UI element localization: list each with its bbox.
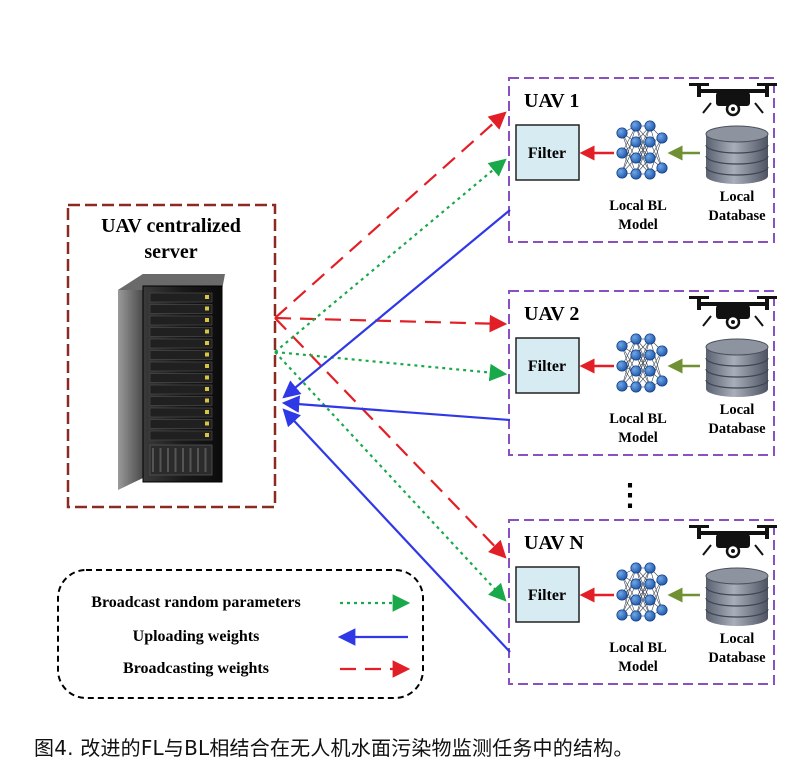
neural-network-icon — [616, 120, 668, 180]
connection-arrows — [274, 111, 511, 653]
rack-unit — [149, 419, 213, 429]
rack-led — [205, 387, 209, 391]
uav-box-border — [508, 290, 775, 456]
filter-box — [515, 124, 580, 181]
neural-network-icon — [616, 562, 668, 622]
model-label-line1: Local BL — [609, 198, 667, 214]
rack-led — [205, 398, 209, 403]
rack-unit — [149, 407, 213, 418]
database-icon — [705, 567, 769, 626]
rack-led — [205, 433, 209, 437]
broadcast-weights-arrow-uav2 — [274, 314, 508, 333]
database-icon — [705, 125, 769, 184]
server-rack-icon — [118, 274, 225, 490]
upload-weights-arrow-uav2 — [281, 395, 511, 422]
database-icon — [705, 338, 769, 397]
drone-icon — [689, 296, 777, 330]
broadcast-params-arrow-uav1 — [274, 158, 507, 353]
rack-unit — [149, 396, 213, 406]
legend-label-broadcast-params: Broadcast random parameters — [91, 594, 300, 611]
broadcast-params-arrow-uavn — [274, 351, 507, 602]
rack-unit — [149, 315, 213, 326]
model-label-line1: Local BL — [609, 640, 667, 656]
rack-unit — [149, 292, 213, 303]
rack-led — [205, 364, 209, 368]
rack-led — [205, 306, 209, 311]
rack-unit — [149, 338, 213, 349]
database-label-line1: Local — [720, 402, 755, 418]
legend: Broadcast random parameters Uploading we… — [57, 569, 424, 699]
rack-led — [205, 375, 209, 380]
drone-icon — [689, 525, 777, 559]
database-label-line2: Database — [708, 208, 766, 224]
filter-box — [515, 337, 580, 394]
model-label-line1: Local BL — [609, 411, 667, 427]
rack-unit — [149, 373, 213, 383]
uav-ellipsis: ⋮ — [615, 478, 645, 513]
database-label-line2: Database — [708, 421, 766, 437]
neural-network-icon — [616, 333, 668, 393]
server-group: UAV centralized server — [66, 203, 277, 509]
drone-icon — [689, 83, 777, 117]
rack-led — [205, 295, 209, 299]
database-label-line2: Database — [708, 650, 766, 666]
rack-led — [205, 421, 209, 426]
database-label-line1: Local — [720, 631, 755, 647]
upload-weights-arrow-uavn — [282, 408, 511, 653]
figure-caption: 图4. 改进的FL与BL相结合在无人机水面污染物监测任务中的结构。 — [34, 736, 634, 760]
rack-unit — [149, 327, 213, 337]
rack-led — [205, 410, 209, 414]
legend-label-uploading-weights: Uploading weights — [133, 628, 260, 645]
database-label-line1: Local — [720, 189, 755, 205]
rack-led — [205, 329, 209, 334]
uav-title: UAV N — [524, 532, 584, 554]
broadcast-weights-arrow-uavn — [274, 317, 507, 559]
legend-box — [57, 569, 424, 699]
filter-label: Filter — [528, 358, 566, 375]
model-label-line2: Model — [618, 659, 657, 675]
rack-unit — [149, 384, 213, 395]
rack-unit — [149, 361, 213, 372]
server-box — [66, 203, 277, 509]
filter-box — [515, 566, 580, 623]
rack-led — [205, 318, 209, 322]
server-title-line1: UAV centralized — [101, 215, 241, 237]
rack-led — [205, 352, 209, 357]
model-label-line2: Model — [618, 217, 657, 233]
server-title-line2: server — [144, 241, 197, 263]
uav-title: UAV 1 — [524, 90, 579, 112]
rack-led — [205, 341, 209, 345]
uav-box-border — [508, 77, 775, 243]
rack-unit — [149, 350, 213, 360]
model-label-line2: Model — [618, 430, 657, 446]
legend-label-broadcasting-weights: Broadcasting weights — [123, 660, 269, 677]
uav-title: UAV 2 — [524, 303, 579, 325]
uav-box-border — [508, 519, 775, 685]
filter-label: Filter — [528, 587, 566, 604]
rack-unit — [149, 430, 213, 441]
filter-label: Filter — [528, 145, 566, 162]
rack-unit — [149, 304, 213, 314]
upload-weights-arrow-uav1 — [282, 209, 511, 399]
broadcast-weights-arrow-uav1 — [274, 111, 507, 319]
